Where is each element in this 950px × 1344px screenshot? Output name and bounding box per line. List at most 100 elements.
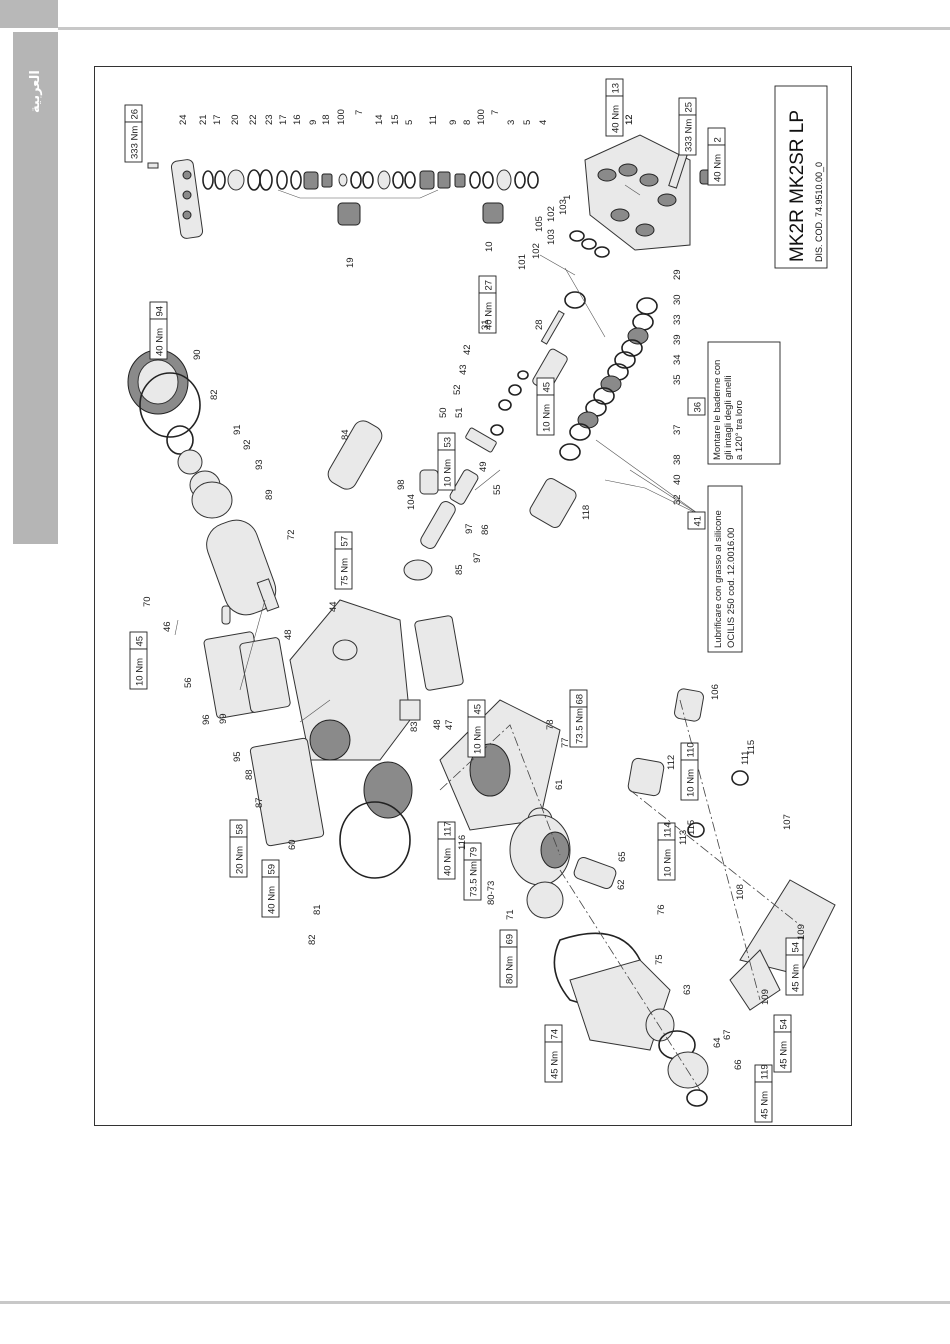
connecting-rod-assembly xyxy=(327,291,586,581)
part-number-label: 82 xyxy=(209,389,220,400)
torque-value: 333 Nm xyxy=(684,119,695,152)
ref-number: 36 xyxy=(693,402,704,413)
ref-number: 69 xyxy=(505,934,516,945)
part-number-label: 67 xyxy=(722,1029,733,1040)
part-number-label: 8 xyxy=(462,120,473,125)
torque-box xyxy=(437,838,456,880)
footer-rule xyxy=(0,1301,950,1304)
torque-value: 75 Nm xyxy=(340,558,351,586)
part-number-label: 28 xyxy=(534,319,545,330)
ref-number: 27 xyxy=(484,280,495,291)
title-block-box xyxy=(774,85,828,269)
part-number-label: 101 xyxy=(517,254,528,270)
torque-callout: 94 40 Nm xyxy=(149,301,168,360)
part-number-label: 100 xyxy=(336,109,347,125)
torque-value: 10 Nm xyxy=(443,459,454,487)
torque-value: 10 Nm xyxy=(663,849,674,877)
ref-number: 94 xyxy=(155,306,166,317)
part-number-label: 97 xyxy=(472,552,483,563)
part-number-label: 10 xyxy=(484,241,495,252)
part-number-label: 34 xyxy=(672,354,683,365)
ref-number: 68 xyxy=(575,694,586,705)
ref-number: 117 xyxy=(443,821,454,836)
part-number-label: 15 xyxy=(390,114,401,125)
torque-box xyxy=(124,121,143,163)
part-number-label: 5 xyxy=(522,120,533,125)
torque-value: 40 Nm xyxy=(267,886,278,914)
torque-value: 80 Nm xyxy=(505,956,516,984)
part-number-label: 87 xyxy=(254,797,265,808)
part-number-label: 48 xyxy=(432,719,443,730)
torque-box xyxy=(785,954,804,996)
ref-number: 41 xyxy=(693,516,704,527)
language-side-tab[interactable] xyxy=(13,32,58,544)
part-number-label: 83 xyxy=(409,721,420,732)
torque-box xyxy=(463,859,482,901)
part-number-label: 20 xyxy=(230,114,241,125)
part-number-label: 102 xyxy=(546,206,557,222)
part-number-label: 96 xyxy=(201,714,212,725)
torque-box xyxy=(544,1041,563,1083)
torque-callout: 114 10 Nm xyxy=(657,822,676,881)
ref-number: 114 xyxy=(663,822,674,837)
part-number-label: 95 xyxy=(232,751,243,762)
torque-value: 10 Nm xyxy=(135,658,146,686)
torque-value: 45 Nm xyxy=(791,964,802,992)
torque-value: 40 Nm xyxy=(443,848,454,876)
part-number-label: 52 xyxy=(452,384,463,395)
drawing-frame xyxy=(94,66,852,1126)
part-number-label: 44 xyxy=(328,601,339,612)
part-number-label: 50 xyxy=(438,407,449,418)
torque-box xyxy=(437,449,456,491)
part-number-label: 11 xyxy=(428,115,439,125)
ref-number: 59 xyxy=(267,864,278,875)
part-number-label: 62 xyxy=(616,879,627,890)
torque-callout: 59 40 Nm xyxy=(261,859,280,918)
torque-value: 45 Nm xyxy=(760,1091,771,1119)
part-number-label: 32 xyxy=(672,494,683,505)
torque-value: 40 Nm xyxy=(155,328,166,356)
diagram-title: MK2R MK2SR LP xyxy=(787,110,808,262)
part-number-label: 118 xyxy=(581,505,592,520)
crankshaft-bearing-cover xyxy=(127,349,280,625)
part-number-label: 17 xyxy=(212,114,223,125)
part-number-label: 112 xyxy=(666,755,677,770)
part-number-label: 85 xyxy=(454,564,465,575)
part-number-label: 30 xyxy=(672,294,683,305)
torque-box xyxy=(536,394,555,436)
ref-number: 2 xyxy=(713,137,724,142)
part-number-label: 51 xyxy=(454,407,465,418)
rings-note-box xyxy=(707,341,781,465)
ref-box xyxy=(687,397,706,416)
torque-value: 10 Nm xyxy=(686,769,697,797)
part-number-label: 56 xyxy=(183,677,194,688)
part-number-label: 115 xyxy=(746,740,757,755)
part-number-label: 43 xyxy=(458,364,469,375)
torque-value: 40 Nm xyxy=(484,302,495,330)
part-number-label: 21 xyxy=(198,114,209,125)
rings-note-line-3: a 120° tra loro xyxy=(734,400,745,460)
rings-note-line-2: gli intagli degli anelli xyxy=(723,376,734,461)
lubrication-note-line-2: OCILIS 250 cod. 12.0016.00 xyxy=(726,528,737,648)
part-number-label: 47 xyxy=(444,719,455,730)
part-number-label: 55 xyxy=(492,484,503,495)
torque-box xyxy=(605,95,624,137)
ref-box xyxy=(687,511,706,530)
part-number-label: 108 xyxy=(735,884,746,900)
part-number-label: 109 xyxy=(760,989,771,1005)
part-number-label: 115 xyxy=(686,820,697,835)
part-number-label: 78 xyxy=(545,719,556,730)
torque-box xyxy=(467,716,486,758)
part-number-label: 33 xyxy=(672,314,683,325)
part-number-label: 48 xyxy=(283,629,294,640)
part-number-label: 7 xyxy=(490,110,501,115)
